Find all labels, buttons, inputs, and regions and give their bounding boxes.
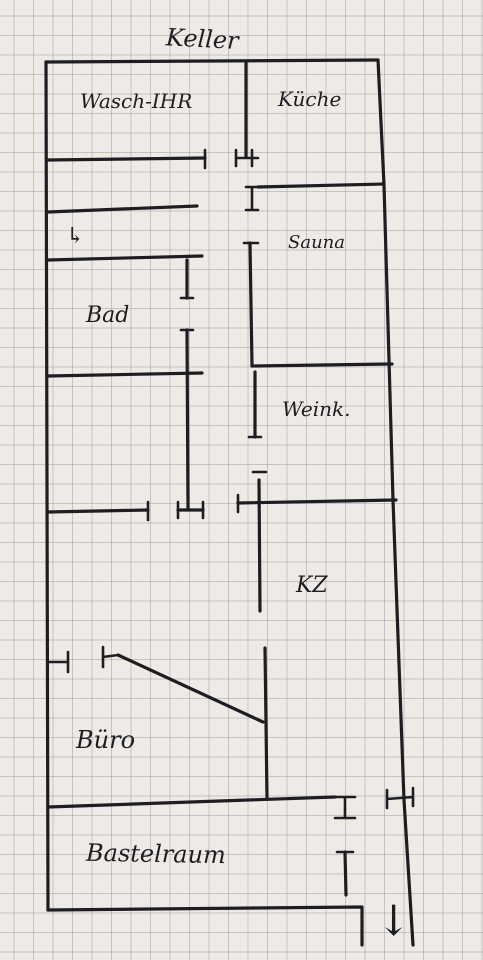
spine-wall-kz xyxy=(257,478,262,613)
spine-wall-sauna xyxy=(248,241,254,368)
label-kz: KZ xyxy=(295,573,328,598)
door-tick-buero-left xyxy=(46,650,70,674)
bad-top-wall xyxy=(46,254,204,262)
wasch-bottom-wall xyxy=(46,156,207,162)
door-marks xyxy=(46,148,415,854)
door-tick-kueche xyxy=(244,185,260,212)
door-tick-outer-right xyxy=(385,786,415,810)
label-weink: Weink. xyxy=(282,397,351,421)
outer-wall-right xyxy=(376,58,415,947)
bad-right-wall-lower xyxy=(185,328,190,512)
room-labels: Keller Wasch-IHR Küche ↳ Sauna Bad Weink… xyxy=(66,23,411,945)
door-tick-buero-swing xyxy=(101,645,120,669)
bastelraum-right-wall xyxy=(343,850,348,897)
door-swing-line xyxy=(116,653,265,724)
corridor-bottom-wall xyxy=(46,204,199,214)
door-tick-bastel-top xyxy=(333,795,357,820)
label-kueche: Küche xyxy=(277,87,341,111)
label-bastelraum: Bastelraum xyxy=(85,839,226,869)
label-wasch: Wasch-IHR xyxy=(80,89,192,113)
weink-bottom-wall xyxy=(236,498,398,505)
kueche-bottom-wall xyxy=(256,182,386,189)
arrow-down-mark: ↓ xyxy=(376,896,411,945)
left-mid-wall-a xyxy=(46,508,150,514)
label-sauna: Sauna xyxy=(288,232,345,253)
bastelraum-top-wall xyxy=(46,795,337,809)
outer-wall-left xyxy=(44,60,50,912)
sauna-bottom-wall xyxy=(250,362,394,368)
label-bad: Bad xyxy=(85,303,129,328)
outer-wall-bottom xyxy=(46,905,364,947)
label-buero: Büro xyxy=(75,726,135,754)
door-tick-spine-top xyxy=(234,148,260,168)
plan-title: Keller xyxy=(164,23,240,55)
buero-right-wall xyxy=(263,646,269,800)
arrow-right-mark: ↳ xyxy=(66,224,84,249)
bad-bottom-wall xyxy=(46,371,204,378)
walls xyxy=(44,58,415,947)
outer-wall-top xyxy=(44,58,380,64)
